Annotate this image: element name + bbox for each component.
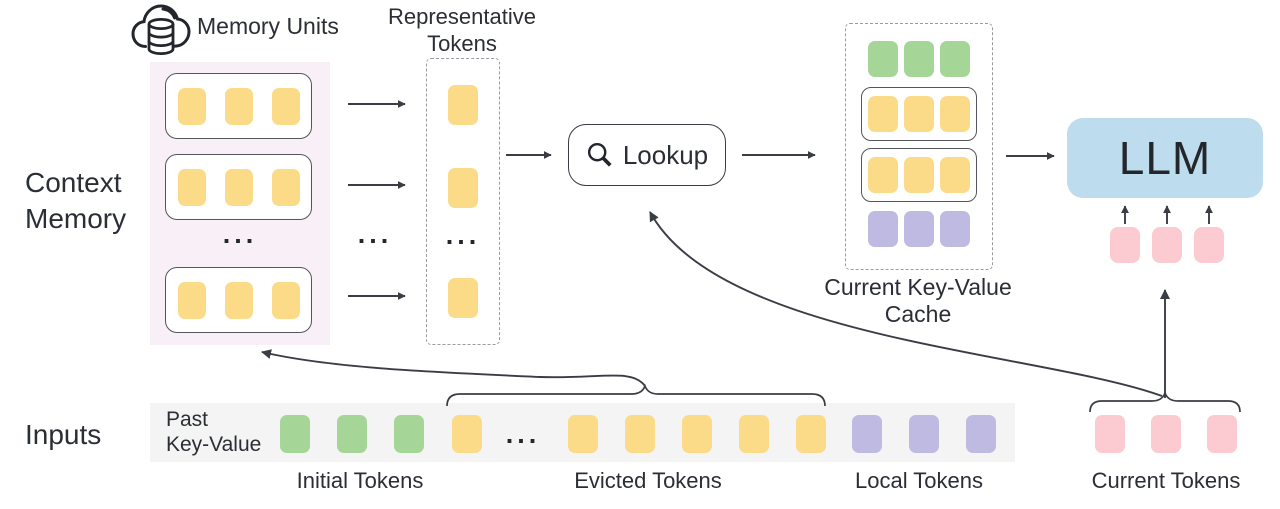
cache-initial-token (868, 41, 898, 77)
initial-token (337, 415, 367, 453)
initial-tokens-label: Initial Tokens (296, 468, 424, 493)
representative-token-slot (448, 168, 478, 208)
representative-token-slot (448, 85, 478, 125)
local-tokens-group (852, 415, 996, 453)
cache-retrieved-token (940, 157, 970, 193)
memory-token (177, 87, 206, 125)
magnifier-icon (587, 142, 612, 167)
memory-units-label: Memory Units (197, 13, 339, 39)
context-memory-label: Context Memory (25, 167, 127, 234)
cache-local-token (868, 211, 898, 247)
cache-initial-row (868, 41, 970, 77)
cloud-outline (131, 4, 191, 48)
memory-rows-ellipsis: ... (222, 219, 258, 249)
representative-ellipsis: ... (445, 220, 481, 250)
cloud-database-icon (131, 4, 191, 55)
representative-token (448, 168, 478, 208)
local-tokens-label: Local Tokens (854, 468, 983, 493)
cache-retrieved-token (904, 96, 934, 132)
database-top-disc (147, 17, 175, 30)
local-token (852, 415, 882, 453)
arrow-evicted-tokens-to-context-memory (261, 349, 646, 387)
current-token (1152, 227, 1182, 263)
evicted-token (682, 415, 712, 453)
cache-local-token (940, 211, 970, 247)
evicted-token (739, 415, 769, 453)
evicted-token (452, 415, 482, 453)
evicted-tokens-label: Evicted Tokens (574, 468, 722, 493)
representative-token-slot (448, 278, 478, 318)
current-token (1151, 415, 1181, 453)
memory-unit-row (165, 154, 312, 220)
cache-retrieved-token (868, 157, 898, 193)
representative-tokens-label: Representative Tokens (388, 4, 536, 56)
evicted-tokens-group (568, 415, 826, 453)
cache-local-token (904, 211, 934, 247)
cache-initial-token (904, 41, 934, 77)
memory-token (271, 281, 300, 319)
current-token (1095, 415, 1125, 453)
current-kv-cache-label: Current Key-Value Cache (824, 274, 1012, 327)
representative-tokens-box: ... (426, 58, 500, 345)
current-tokens-group (1095, 415, 1237, 453)
llm-input-tokens (1110, 227, 1224, 263)
current-token (1194, 227, 1224, 263)
memory-token (271, 87, 300, 125)
cloud-inner-arc (161, 7, 177, 20)
llm-box: LLM (1067, 118, 1263, 198)
memory-unit-row (165, 73, 312, 139)
cache-initial-token (940, 41, 970, 77)
memory-token (224, 168, 253, 206)
cache-retrieved-token (868, 96, 898, 132)
representative-token (448, 85, 478, 125)
evicted-token (625, 415, 655, 453)
initial-token (394, 415, 424, 453)
evicted-ellipsis: ... (505, 419, 541, 449)
current-token (1110, 227, 1140, 263)
memory-token (177, 281, 206, 319)
cache-memory-unit-row (861, 148, 977, 202)
llm-label: LLM (1118, 132, 1212, 184)
evicted-tokens-group-start (452, 415, 482, 453)
memory-token (224, 87, 253, 125)
current-token (1207, 415, 1237, 453)
memory-token (177, 168, 206, 206)
evicted-token (796, 415, 826, 453)
representative-token (448, 278, 478, 318)
database-ring-lines (147, 32, 175, 47)
lookup-label: Lookup (622, 139, 709, 170)
cache-memory-unit-row (861, 87, 977, 141)
current-kv-cache-box (845, 23, 993, 270)
memory-token (224, 281, 253, 319)
cache-retrieved-token (904, 157, 934, 193)
memory-token (271, 168, 300, 206)
arrows-ellipsis: ... (357, 219, 393, 249)
memory-unit-row (165, 267, 312, 333)
local-token (966, 415, 996, 453)
current-tokens-label: Current Tokens (1091, 468, 1241, 493)
past-key-value-label: Past Key-Value (166, 408, 262, 456)
initial-tokens-group (280, 415, 424, 453)
inputs-label: Inputs (25, 419, 102, 450)
cache-retrieved-token (940, 96, 970, 132)
local-token (909, 415, 939, 453)
evicted-token (568, 415, 598, 453)
database-sides (147, 24, 175, 55)
lookup-box: Lookup (568, 124, 726, 186)
current-tokens-brace (1089, 390, 1241, 413)
initial-token (280, 415, 310, 453)
cache-local-row (868, 211, 970, 247)
